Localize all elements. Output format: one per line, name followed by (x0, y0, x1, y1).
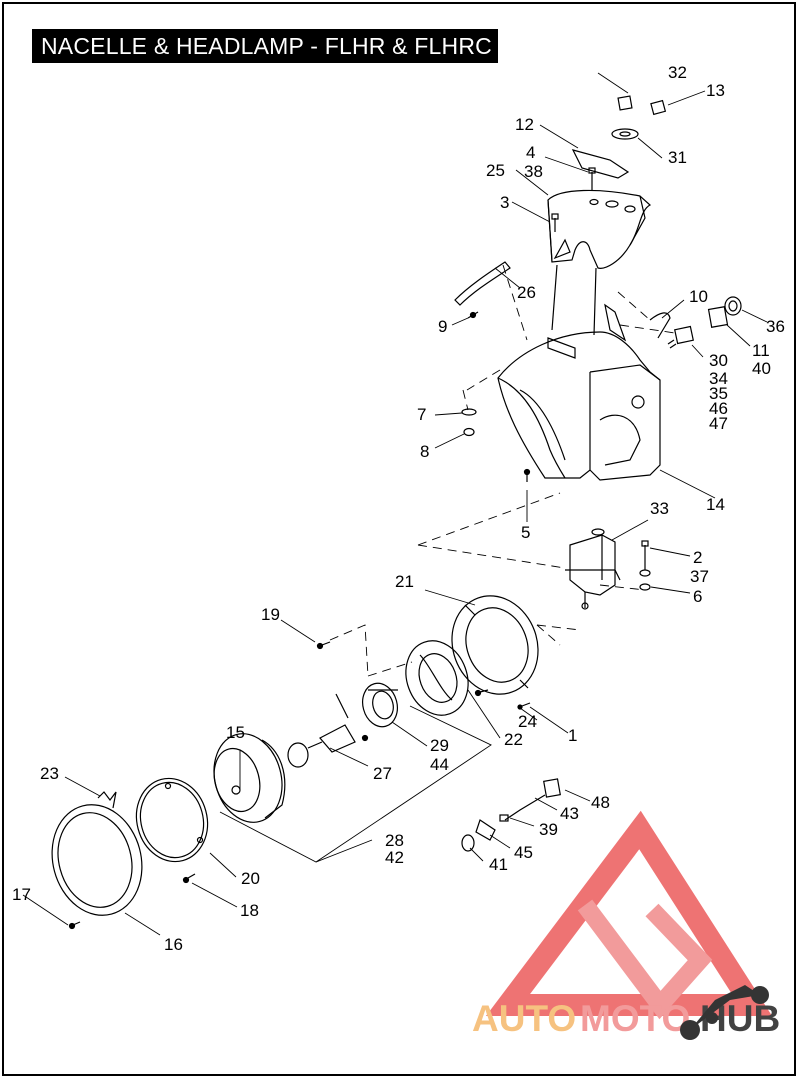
callout-17: 17 (12, 885, 31, 904)
callout-28: 28 (385, 831, 404, 850)
callout-25: 25 (486, 161, 505, 180)
callout-29: 29 (430, 736, 449, 755)
callout-30: 30 (709, 351, 728, 370)
watermark-auto: AUTO (472, 998, 576, 1039)
mounting-ring-part (405, 640, 469, 716)
socket-part (475, 819, 496, 841)
callout-27: 27 (373, 764, 392, 783)
callout-11: 11 (752, 341, 770, 360)
callout-26: 26 (517, 283, 536, 302)
callout-20: 20 (241, 869, 260, 888)
callout-36: 36 (766, 317, 785, 336)
callout-7: 7 (417, 405, 426, 424)
callout-24: 24 (518, 712, 537, 731)
mounting-bracket-part (565, 528, 621, 610)
callout-46: 46 (709, 399, 728, 418)
top-cover-part (547, 189, 652, 269)
callout-44: 44 (430, 755, 449, 774)
bulb-part (287, 693, 369, 768)
callout-33: 33 (650, 499, 669, 518)
callout-10: 10 (689, 287, 708, 306)
trim-strip-part (454, 261, 511, 306)
callout-22: 22 (504, 730, 523, 749)
callout-48: 48 (591, 793, 610, 812)
callout-9: 9 (438, 317, 447, 336)
callout-6: 6 (693, 587, 702, 606)
callout-2: 2 (693, 548, 702, 567)
callout-43: 43 (560, 804, 579, 823)
callout-3: 3 (500, 193, 509, 212)
callout-8: 8 (420, 442, 429, 461)
callout-38: 38 (524, 162, 543, 181)
callout-1: 1 (568, 726, 577, 745)
trim-ring-part (51, 804, 143, 916)
spring-part (97, 791, 117, 809)
callout-18: 18 (240, 901, 259, 920)
nacelle-body-part (497, 303, 661, 481)
callout-45: 45 (514, 843, 533, 862)
callout-41: 41 (489, 855, 508, 874)
callout-4: 4 (526, 143, 535, 162)
callout-15: 15 (226, 723, 245, 742)
retaining-ring-part (135, 777, 209, 863)
callout-42: 42 (385, 848, 404, 867)
page-title: NACELLE & HEADLAMP - FLHR & FLHRC (32, 29, 498, 63)
callout-14: 14 (706, 495, 725, 514)
motorcycle-icon (680, 985, 769, 1040)
callout-5: 5 (521, 523, 530, 542)
callout-37: 37 (690, 567, 709, 586)
washer-part (611, 128, 639, 140)
watermark-moto: MOTO (580, 998, 690, 1039)
clip-part (649, 312, 671, 339)
sealed-beam-lamp-part (213, 733, 286, 823)
headlamp-housing-part (451, 595, 539, 695)
callout-23: 23 (40, 764, 59, 783)
callout-35: 35 (709, 384, 728, 403)
callout-19: 19 (261, 605, 280, 624)
callout-32: 32 (668, 63, 687, 82)
callout-47: 47 (709, 414, 728, 433)
callout-39: 39 (539, 820, 558, 839)
bulb-boot-part (362, 682, 398, 728)
callout-40: 40 (752, 359, 771, 378)
gasket-part (571, 149, 630, 179)
callout-12: 12 (515, 115, 534, 134)
callout-31: 31 (668, 148, 687, 167)
callout-34: 34 (709, 369, 728, 388)
callout-21: 21 (395, 572, 414, 591)
callout-13: 13 (706, 81, 725, 100)
switch-part (674, 325, 694, 345)
callout-16: 16 (164, 935, 183, 954)
watermark-logo: AUTO MOTO HUB (472, 810, 780, 1040)
